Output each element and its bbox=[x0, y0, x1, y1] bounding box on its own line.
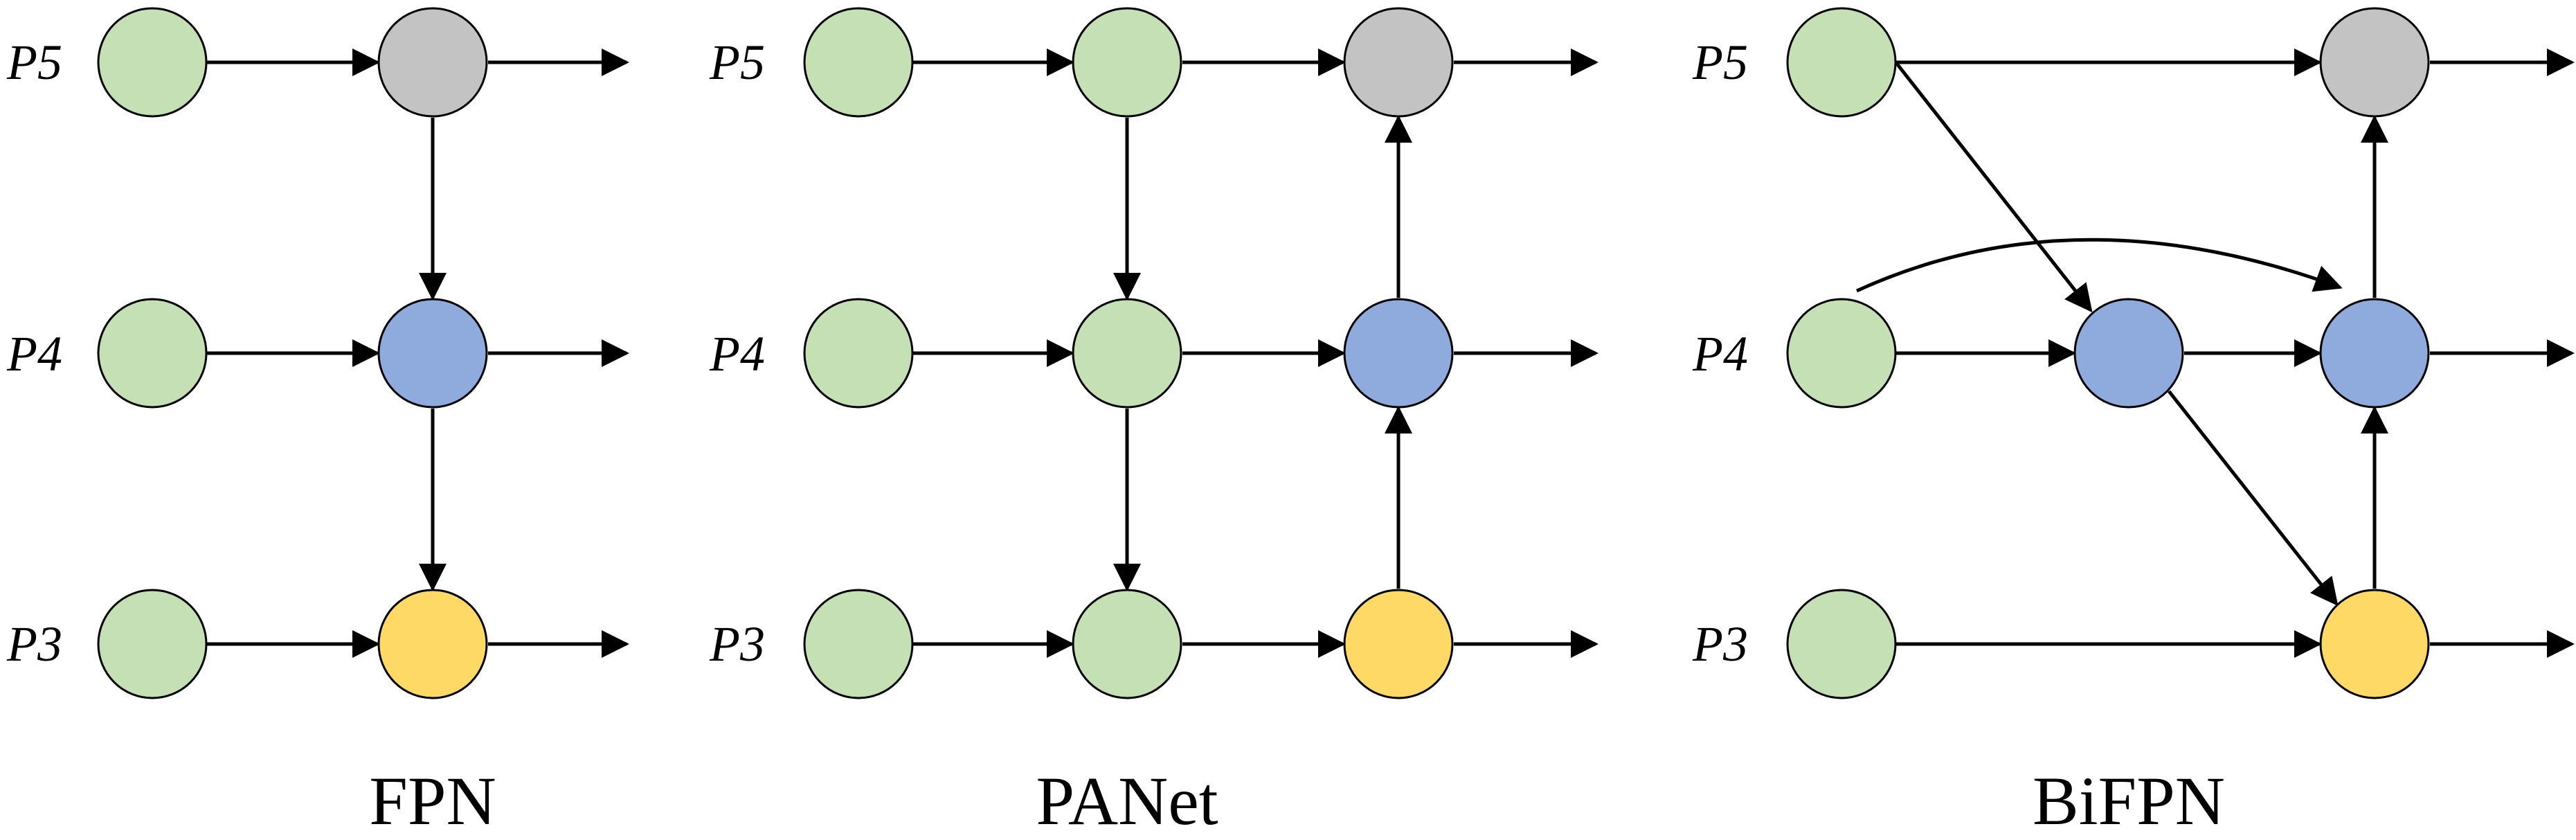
bifpn-input-node-p4 bbox=[1786, 298, 1897, 409]
panet-output-node-p5 bbox=[1343, 7, 1454, 118]
bifpn-level-label-p3: P3 bbox=[1692, 616, 1748, 672]
panet-input-node-p4 bbox=[803, 298, 914, 409]
panet-td-node-p4 bbox=[1072, 298, 1182, 409]
fpn-level-label-p3: P3 bbox=[6, 616, 62, 672]
bifpn-level-label-p5: P5 bbox=[1692, 35, 1748, 90]
bifpn-caption: BiFPN bbox=[2033, 762, 2225, 839]
panet-level-label-p4: P4 bbox=[709, 326, 765, 382]
fpn-caption: FPN bbox=[369, 762, 496, 839]
fpn-level-label-p5: P5 bbox=[6, 35, 62, 90]
panet-td-node-p3 bbox=[1072, 589, 1182, 699]
panet-level-label-p5: P5 bbox=[709, 35, 765, 90]
bifpn-input-node-p3 bbox=[1786, 589, 1897, 699]
panet-level-label-p3: P3 bbox=[709, 616, 765, 672]
panet-td-node-p5 bbox=[1072, 7, 1182, 118]
fpn-output-node-p4 bbox=[377, 298, 488, 409]
panet-input-node-p5 bbox=[803, 7, 914, 118]
bifpn-edge-p4-curved-skip bbox=[1855, 238, 2343, 293]
bifpn-panel: P5 P4 P3 BiFPN bbox=[1692, 7, 2575, 839]
fpn-input-node-p5 bbox=[97, 7, 208, 118]
panet-output-node-p3 bbox=[1343, 589, 1454, 699]
bifpn-edge-diag-p4-to-p3 bbox=[2168, 390, 2339, 607]
fpn-level-label-p4: P4 bbox=[6, 326, 62, 382]
fpn-input-node-p3 bbox=[97, 589, 208, 699]
fpn-panel: P5 P4 P3 FPN bbox=[6, 7, 629, 839]
panet-panel: P5 P4 P3 PANet bbox=[709, 7, 1598, 839]
fpn-output-node-p5 bbox=[377, 7, 488, 118]
bifpn-intermediate-node-p4 bbox=[2073, 298, 2184, 409]
panet-caption: PANet bbox=[1036, 762, 1218, 839]
fpn-output-node-p3 bbox=[377, 589, 488, 699]
bifpn-output-node-p3 bbox=[2319, 589, 2430, 699]
panet-output-node-p4 bbox=[1343, 298, 1454, 409]
fpn-input-node-p4 bbox=[97, 298, 208, 409]
bifpn-output-node-p4 bbox=[2319, 298, 2430, 409]
panet-input-node-p3 bbox=[803, 589, 914, 699]
bifpn-input-node-p5 bbox=[1786, 7, 1897, 118]
bifpn-edge-diag-p5-to-p4 bbox=[1895, 62, 2093, 313]
bifpn-output-node-p5 bbox=[2319, 7, 2430, 118]
bifpn-level-label-p4: P4 bbox=[1692, 326, 1748, 382]
